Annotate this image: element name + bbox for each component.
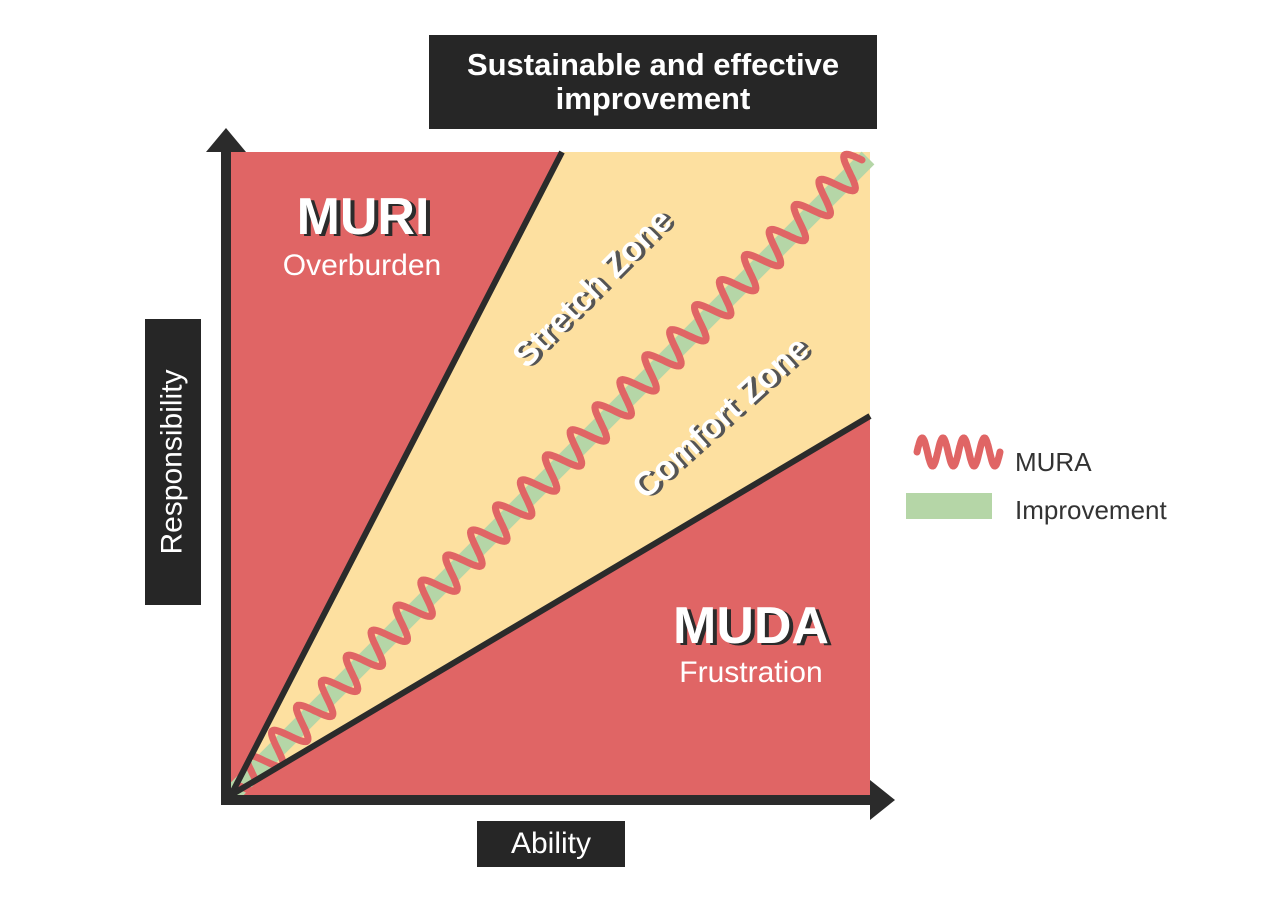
y-axis-label-box: Responsibility xyxy=(145,319,201,605)
legend-improvement-label: Improvement xyxy=(1015,495,1167,525)
x-axis-label-box: Ability xyxy=(477,821,625,867)
mura-wave xyxy=(236,150,866,796)
legend-improvement-swatch-icon xyxy=(906,493,992,519)
y-axis-arrow-icon xyxy=(206,128,246,152)
muri-title-shadow: MURI xyxy=(301,190,434,248)
x-axis-label: Ability xyxy=(510,827,592,860)
muda-title: MUDA xyxy=(673,597,829,655)
muri-title: MURI xyxy=(297,188,430,246)
muda-subtitle: Frustration xyxy=(679,656,822,689)
muri-subtitle: Overburden xyxy=(283,249,441,282)
muri-boundary-line xyxy=(228,150,565,797)
legend-mura-label: MURA xyxy=(1015,447,1092,477)
diagram-title-text: Sustainable and effective improvement xyxy=(466,47,840,116)
diagram-title: Sustainable and effective improvement xyxy=(429,35,877,129)
x-axis-arrow-icon xyxy=(870,780,895,820)
muda-title-shadow: MUDA xyxy=(677,599,833,657)
y-axis-label: Responsibility xyxy=(156,369,189,555)
legend-mura-wave-icon xyxy=(913,434,1004,470)
muda-boundary-line xyxy=(229,413,872,798)
